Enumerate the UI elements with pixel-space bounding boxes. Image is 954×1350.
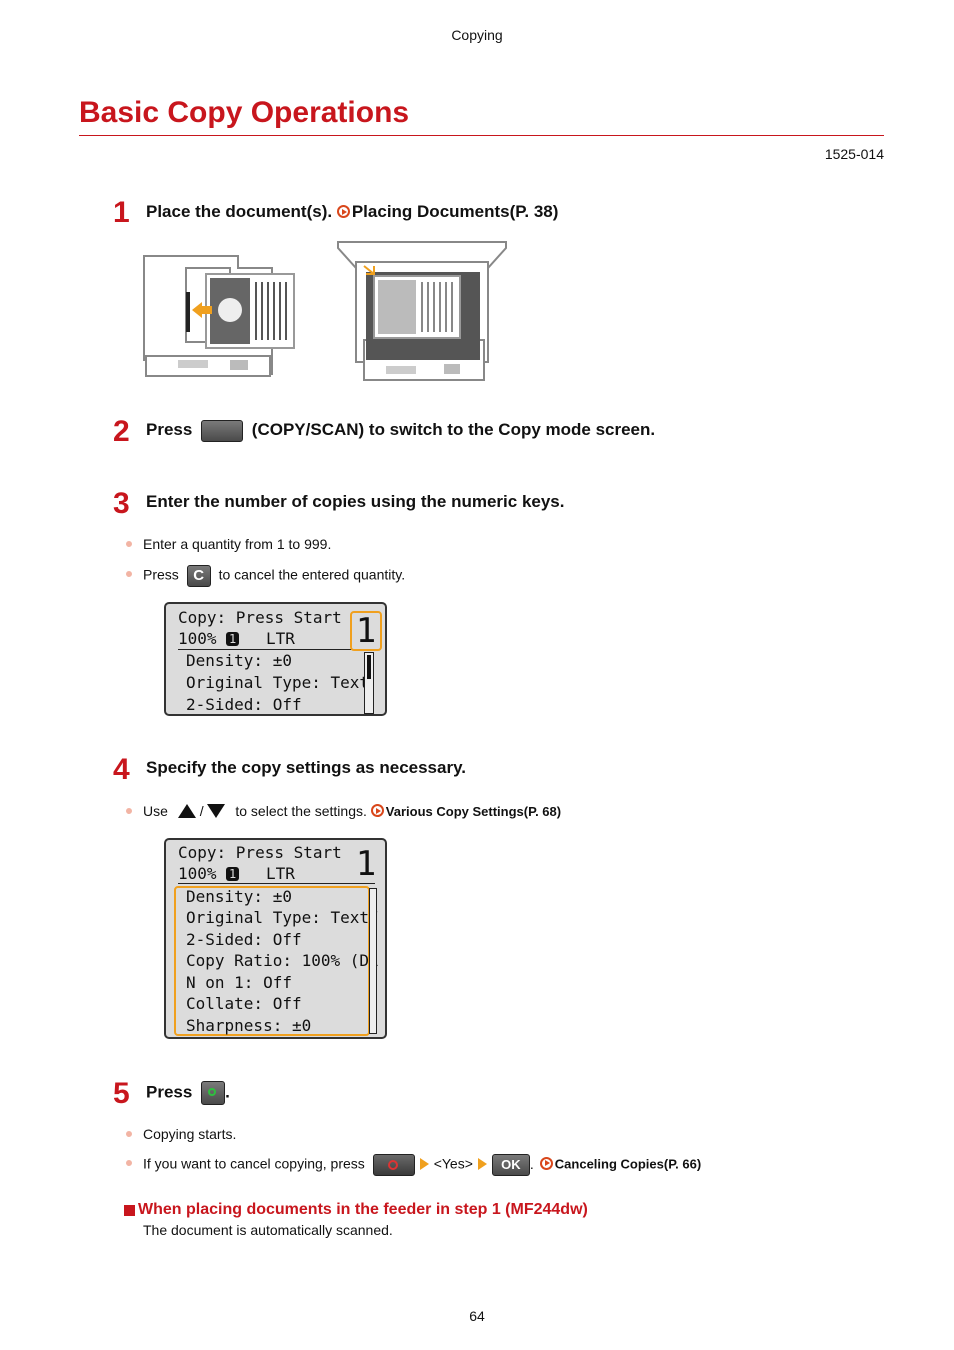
step-text: Enter the number of copies using the num… [146,492,565,511]
bullet-press: Press [143,566,179,583]
bullet-select-text: to select the settings. [235,803,367,819]
down-arrow-icon [207,804,226,818]
step-number: 4 [113,753,130,786]
step-2-text: (COPY/SCAN) to switch to the Copy mode s… [251,420,656,439]
page-title: Basic Copy Operations [79,96,410,129]
yes-option: <Yes> [433,1155,473,1172]
lcd-copies-count: 1 [355,844,377,884]
bullet-text: Press C to cancel the entered quantity. [143,565,405,587]
lcd-row: 2-Sided: Off [186,695,302,714]
link-icon [539,1156,553,1170]
bullet-dot [126,571,132,577]
lcd-row: Original Type: Text [186,673,370,692]
lcd-scrollbar [364,652,374,714]
lcd-row: Density: ±0 [186,887,292,906]
placing-documents-link[interactable]: Placing Documents(P. 38) [351,202,559,221]
lcd-badge: 1 [226,867,240,881]
lcd-line: Copy: Press Start [178,843,342,862]
bullet-cancel-text: to cancel the entered quantity. [218,566,406,583]
bullet-dot [126,1160,132,1166]
canceling-copies-link[interactable]: Canceling Copies(P. 66) [554,1156,702,1172]
lcd-badge: 1 [226,632,240,646]
note-text: The document is automatically scanned. [143,1222,393,1238]
lcd-paper: LTR [266,864,295,883]
title-rule [79,135,884,136]
bullet-text: If you want to cancel copying, press <Ye… [143,1154,701,1176]
bullet-text: Copying starts. [143,1126,237,1142]
page-number: 64 [469,1308,485,1324]
lcd-row: Collate: Off [186,994,302,1013]
lcd-percent: 100% [178,864,217,883]
doc-code: 1525-014 [824,146,884,162]
next-arrow-icon [477,1157,487,1170]
lcd-separator [178,883,375,884]
lcd-row: Density: ±0 [186,651,292,670]
bullet-period: . [529,1155,534,1172]
bullet-dot [126,541,132,547]
lcd-line: Copy: Press Start [178,608,342,627]
link-icon [336,205,350,218]
step-5-press: Press [146,1082,193,1102]
bullet-dot [126,1131,132,1137]
lcd-percent: 100% [178,629,217,648]
bullet-slash: / [199,803,204,819]
step-2-press: Press [146,420,193,439]
lcd-copies-count: 1 [350,611,382,651]
lcd-row: N on 1: Off [186,973,292,992]
step-text: Press (COPY/SCAN) to switch to the Copy … [146,419,655,442]
bullet-text: Enter a quantity from 1 to 999. [143,536,332,552]
step-1-text: Place the document(s). [146,202,333,221]
platen-illustration [337,241,507,381]
ok-key-icon: OK [491,1154,530,1176]
feeder-illustration [143,255,295,377]
various-copy-settings-link[interactable]: Various Copy Settings(P. 68) [385,804,562,819]
bullet-cancel-instruction: If you want to cancel copying, press [143,1155,365,1172]
start-key-icon [201,1081,226,1105]
stop-key-icon [372,1154,415,1176]
copy-scan-key-icon [201,419,244,442]
step-5-period: . [225,1082,230,1102]
up-arrow-icon [177,804,196,818]
step-text: Specify the copy settings as necessary. [146,758,466,777]
running-header: Copying [451,27,503,43]
step-number: 3 [113,487,130,520]
bullet-text: Use / to select the settings. Various Co… [143,802,561,821]
lcd-row: Original Type: Text/ [186,908,379,927]
lcd-row: Sharpness: ±0 [186,1016,312,1035]
lcd-separator [178,649,354,650]
lcd-row: 2-Sided: Off [186,930,302,949]
note-heading: When placing documents in the feeder in … [138,1201,588,1218]
bullet-dot [126,808,132,814]
lcd-scrollbar [369,888,377,1034]
lcd-screen: Copy: Press Start 100% 1 LTR 1 Density: … [164,602,387,716]
step-number: 2 [113,415,130,448]
link-icon [370,804,384,817]
step-text: Press . [146,1081,230,1105]
step-text: Place the document(s). Placing Documents… [146,201,558,223]
clear-key-icon: C [186,565,211,587]
bullet-use: Use [143,803,168,819]
lcd-screen: Copy: Press Start 100% 1 LTR 1 Density: … [164,838,387,1039]
lcd-row: Copy Ratio: 100% (Di [186,951,379,970]
lcd-paper: LTR [266,629,295,648]
note-square-icon [124,1205,135,1216]
next-arrow-icon [419,1157,429,1170]
step-number: 5 [113,1077,130,1110]
step-number: 1 [113,196,130,229]
